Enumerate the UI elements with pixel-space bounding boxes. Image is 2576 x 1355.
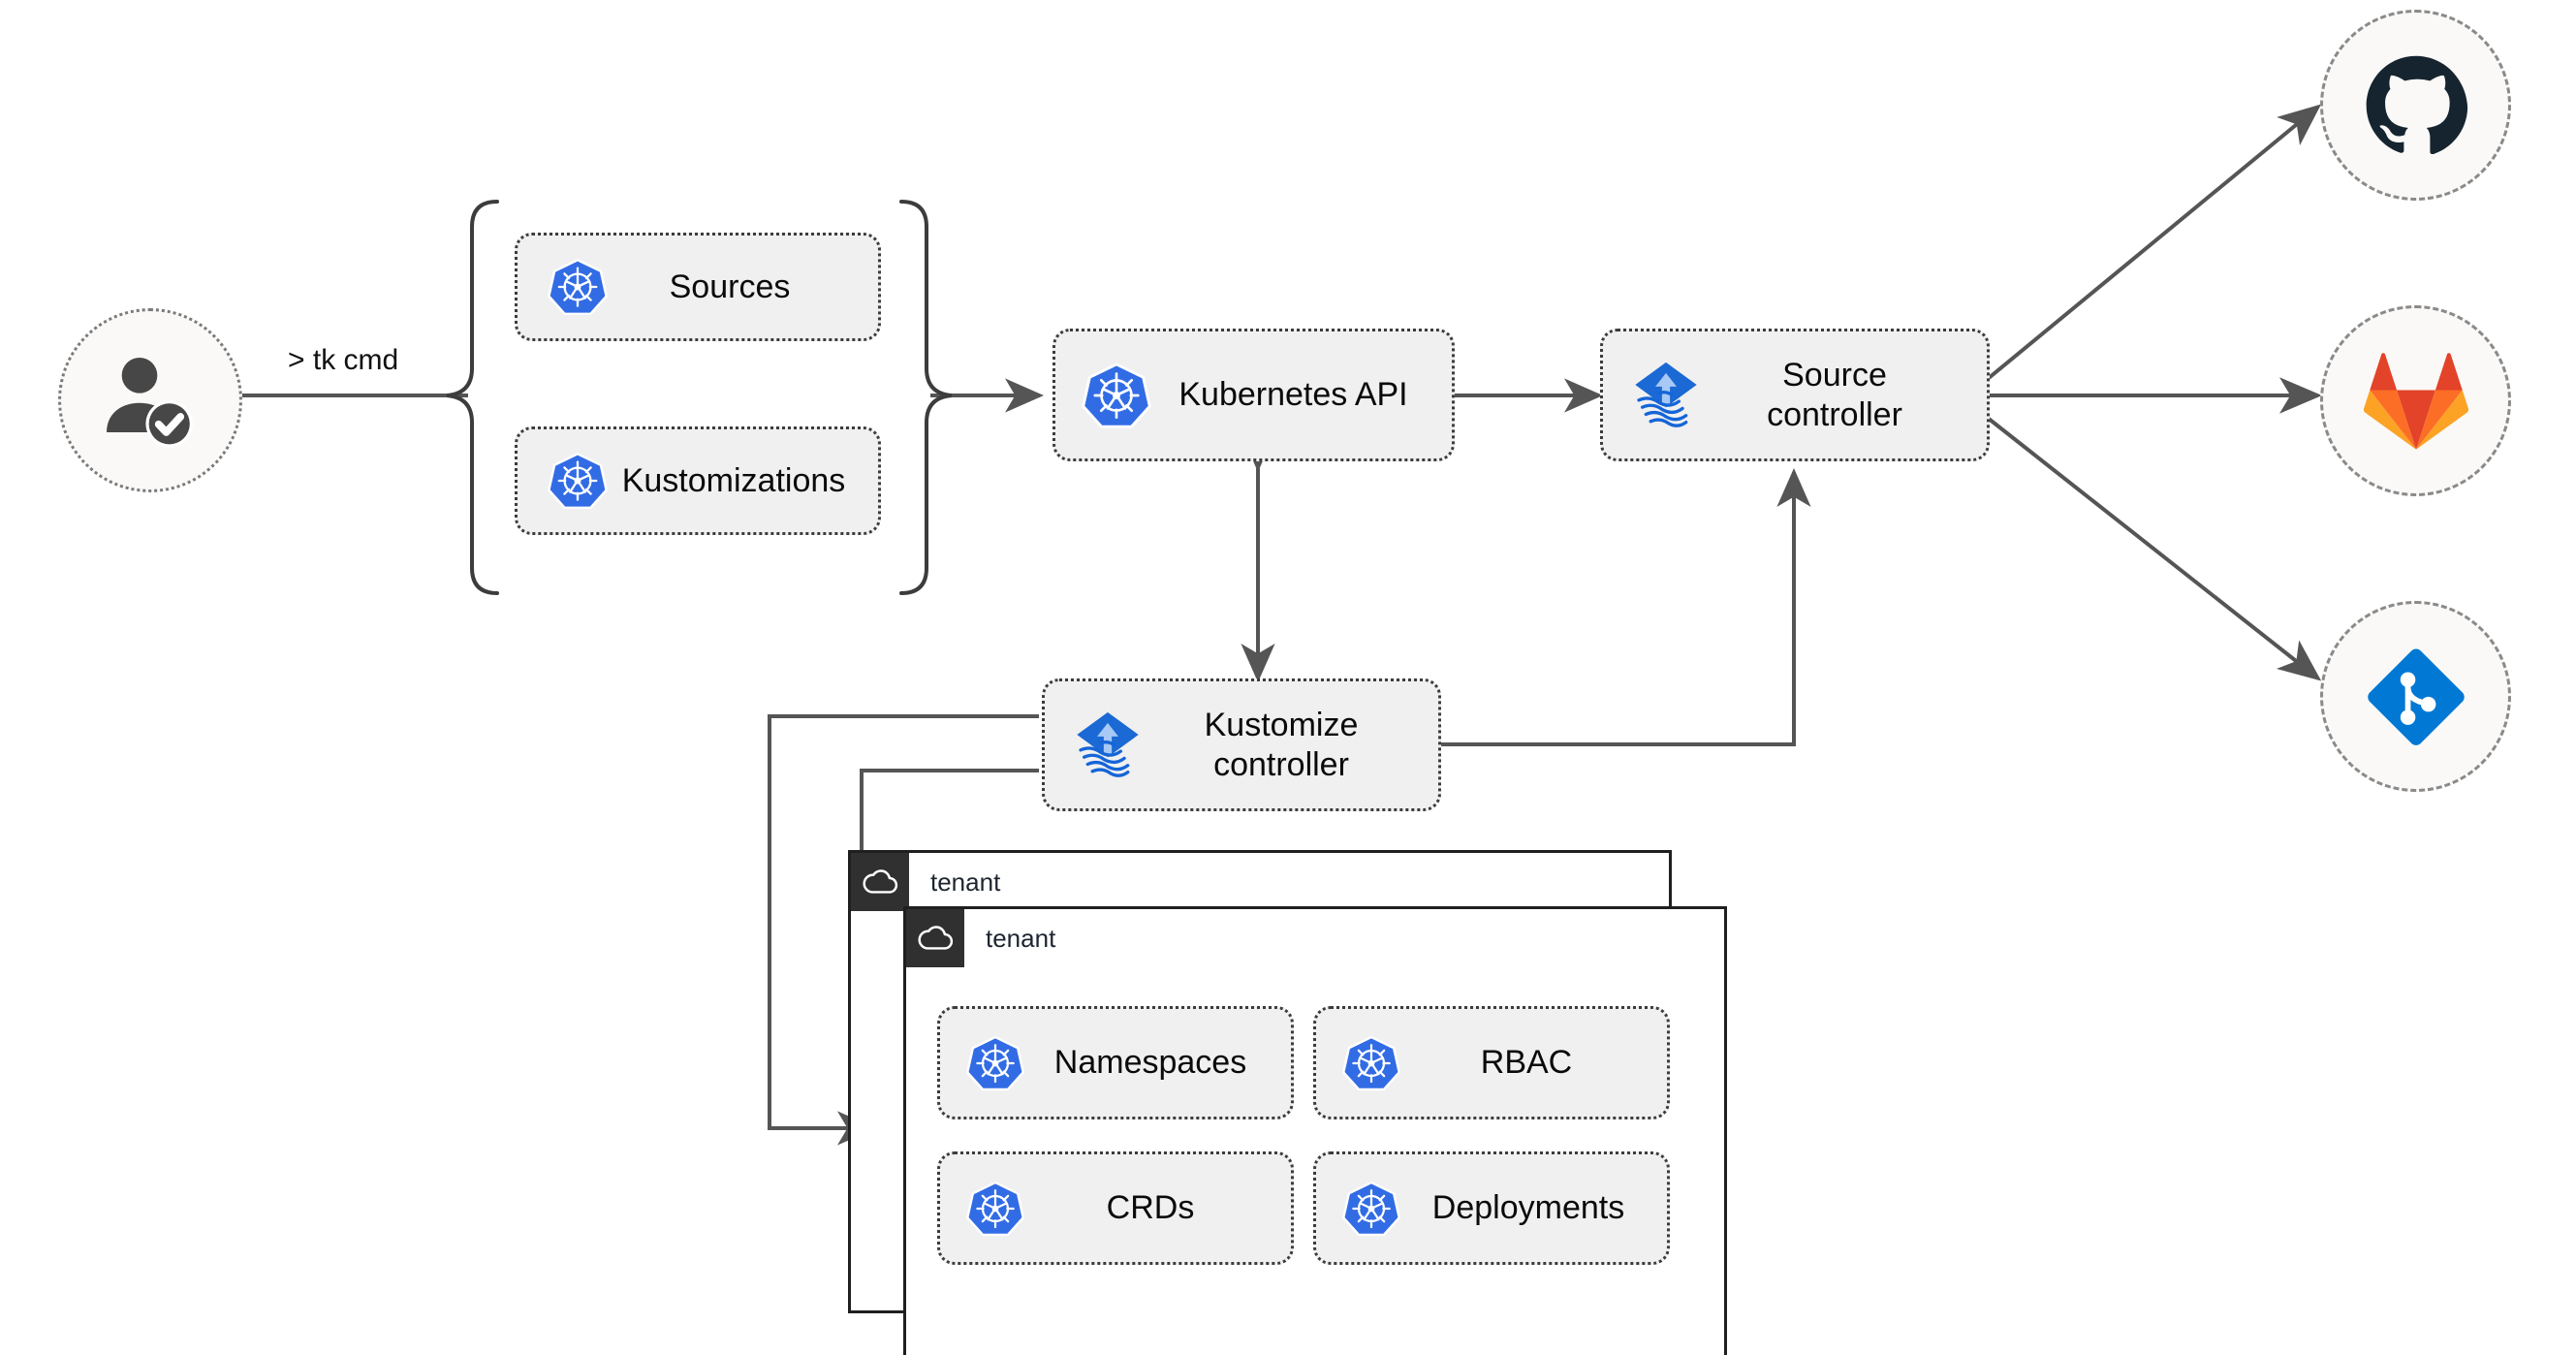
node-source-controller[interactable]: Source controller [1600, 329, 1990, 461]
tenant-titlebar: tenant [851, 853, 1000, 911]
github-icon [2366, 55, 2467, 154]
node-label: Namespaces [1053, 1044, 1247, 1082]
brace-right [899, 200, 953, 595]
node-label: Source controller [1767, 357, 1902, 433]
node-label: Deployments [1431, 1189, 1625, 1227]
wire-kustomizecontroller-to-sourcecontroller [1440, 468, 1811, 746]
kubernetes-icon [965, 1179, 1025, 1239]
gitlab-icon [2363, 352, 2468, 450]
cli-command-label: > tk cmd [288, 344, 399, 376]
node-deployments[interactable]: Deployments [1313, 1151, 1670, 1265]
node-kustomizations[interactable]: Kustomizations [515, 426, 881, 535]
user-actor[interactable] [58, 308, 242, 492]
node-kustomize-controller[interactable]: Kustomize controller [1042, 678, 1441, 811]
node-label: Kustomize controller [1204, 707, 1359, 783]
tenant-label: tenant [930, 867, 1001, 897]
tenant-label: tenant [986, 923, 1056, 953]
provider-github[interactable] [2320, 10, 2511, 201]
flux-icon [1628, 358, 1704, 433]
git-repo-icon [2367, 647, 2465, 745]
tenant-window-2[interactable]: tenant [903, 906, 1727, 1355]
tenant-titlebar: tenant [906, 909, 1055, 967]
wire-source-to-azure [1987, 417, 2322, 681]
node-label: Sources [669, 268, 791, 305]
kubernetes-icon [547, 450, 609, 512]
node-label: Kubernetes API [1178, 376, 1408, 414]
brace-left [446, 200, 499, 595]
cloud-icon [906, 909, 964, 967]
node-label: RBAC [1480, 1044, 1573, 1082]
kubernetes-icon [547, 256, 609, 318]
node-kubernetes-api[interactable]: Kubernetes API [1052, 329, 1455, 461]
kubernetes-icon [1341, 1179, 1401, 1239]
node-label: Kustomizations [621, 461, 846, 499]
flux-icon [1070, 708, 1146, 783]
cloud-icon [851, 853, 909, 911]
node-label: CRDs [1106, 1189, 1195, 1227]
provider-azure-repos[interactable] [2320, 601, 2511, 792]
node-crds[interactable]: CRDs [937, 1151, 1294, 1265]
node-namespaces[interactable]: Namespaces [937, 1006, 1294, 1119]
kubernetes-icon [1081, 360, 1152, 431]
user-check-icon [107, 358, 193, 448]
kubernetes-icon [965, 1033, 1025, 1093]
kubernetes-icon [1341, 1033, 1401, 1093]
node-sources[interactable]: Sources [515, 233, 881, 341]
wire-source-to-github [1987, 104, 2322, 380]
provider-gitlab[interactable] [2320, 305, 2511, 496]
node-rbac[interactable]: RBAC [1313, 1006, 1670, 1119]
